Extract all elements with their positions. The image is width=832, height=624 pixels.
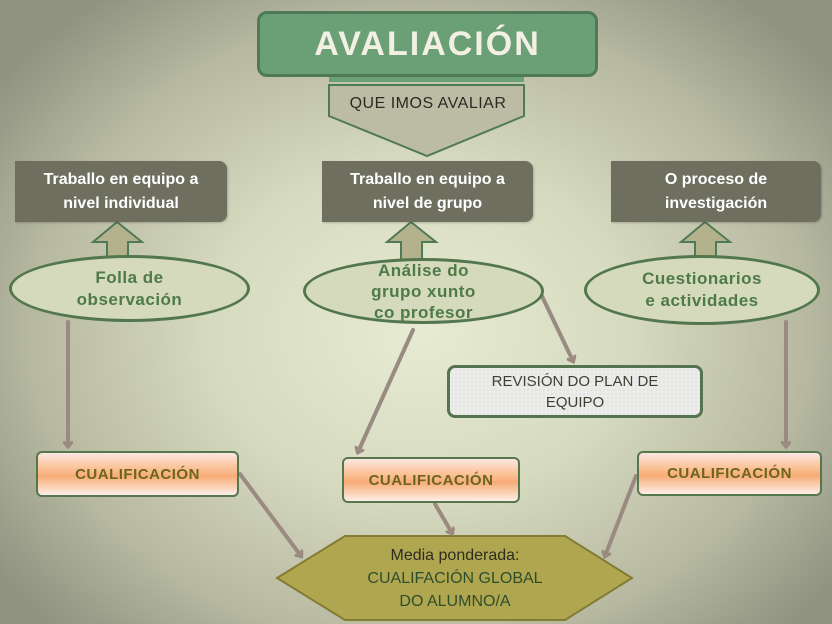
method-group-analysis: Análise do grupo xunto co profesor (303, 258, 544, 324)
grade-label: CUALIFICACIÓN (667, 465, 792, 482)
grade-label: CUALIFICACIÓN (368, 471, 494, 489)
method-line: co profesor (373, 302, 474, 322)
header-line: O proceso de (664, 170, 768, 188)
method-line: Folla de (95, 267, 164, 287)
subtitle-text: QUE IMOS AVALIAR (349, 95, 507, 112)
final-line-3: DO ALUMNO/A (399, 592, 511, 610)
title-box: AVALIACIÓN (257, 11, 598, 77)
header-line: Traballo en equipo a (43, 170, 199, 188)
header-line: nivel individual (63, 194, 179, 212)
final-line-2: CUALIFACIÓN GLOBAL (367, 569, 543, 587)
header-research-process: O proceso de investigación (611, 161, 821, 222)
header-line: Traballo en equipo a (350, 170, 505, 188)
header-line: investigación (664, 194, 768, 212)
subtitle-banner: QUE IMOS AVALIAR (330, 90, 526, 118)
team-plan-revision-box: REVISIÓN DO PLAN DE EQUIPO (447, 365, 703, 418)
grade-label: CUALIFICACIÓN (75, 465, 200, 483)
method-line: Análise do (378, 260, 469, 280)
grade-box-individual: CUALIFICACIÓN (36, 451, 239, 497)
method-questionnaires: Cuestionarios e actividades (584, 255, 820, 325)
header-individual-work: Traballo en equipo a nivel individual (15, 161, 227, 222)
final-grade-hexagon: Media ponderada: CUALIFACIÓN GLOBAL DO A… (320, 538, 590, 618)
method-line: observación (76, 289, 183, 309)
method-line: e actividades (645, 291, 759, 310)
method-observation-sheet: Folla de observación (9, 255, 250, 322)
method-line: grupo xunto (371, 281, 476, 301)
revision-line: EQUIPO (545, 393, 605, 411)
title-text: AVALIACIÓN (314, 24, 541, 63)
method-line: Cuestionarios (642, 269, 762, 288)
revision-line: REVISIÓN DO PLAN DE (491, 372, 659, 390)
up-arrows (90, 220, 733, 263)
header-line: nivel de grupo (372, 194, 483, 212)
final-line-1: Media ponderada: (390, 546, 520, 564)
header-group-work: Traballo en equipo a nivel de grupo (322, 161, 533, 222)
grade-box-research: CUALIFICACIÓN (637, 451, 822, 496)
grade-box-group: CUALIFICACIÓN (342, 457, 520, 503)
